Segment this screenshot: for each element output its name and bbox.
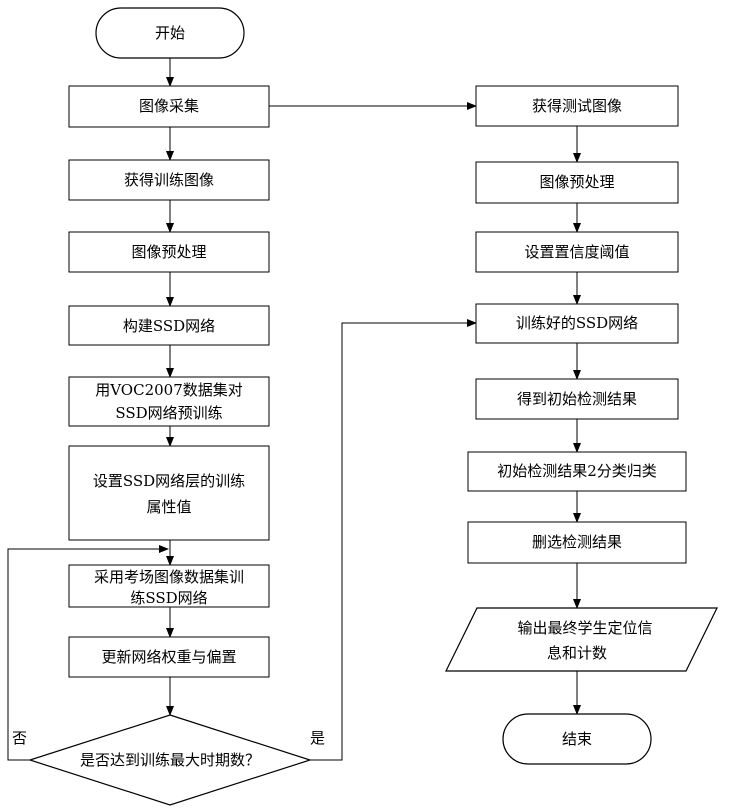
initial-result-label: 得到初始检测结果 <box>517 390 637 408</box>
set-attr-step: 设置SSD网络层的训练 属性值 <box>69 446 269 540</box>
classify-label: 初始检测结果2分类归类 <box>497 462 657 480</box>
no-branch-label: 否 <box>12 729 27 747</box>
voc-pretrain-line-1: 用VOC2007数据集对 <box>95 381 243 399</box>
start-node: 开始 <box>96 8 244 58</box>
filter-label: 删选检测结果 <box>532 533 622 551</box>
threshold-label: 设置置信度阈值 <box>524 243 629 261</box>
decision-node: 是否达到训练最大时期数？ <box>30 715 310 805</box>
threshold-step: 设置置信度阈值 <box>476 232 678 272</box>
trained-ssd-step: 训练好的SSD网络 <box>476 304 678 343</box>
initial-result-step: 得到初始检测结果 <box>476 379 678 419</box>
get-train-label: 获得训练图像 <box>124 171 214 189</box>
preprocess-left-step: 图像预处理 <box>69 232 269 272</box>
edge-decision-yes <box>310 323 476 760</box>
classify-step: 初始检测结果2分类归类 <box>468 452 686 491</box>
voc-pretrain-line-2: SSD网络预训练 <box>115 404 222 422</box>
build-ssd-label: 构建SSD网络 <box>123 317 215 335</box>
output-line-2: 息和计数 <box>547 644 607 662</box>
build-ssd-step: 构建SSD网络 <box>69 306 269 345</box>
end-label: 结束 <box>562 730 592 748</box>
capture-label: 图像采集 <box>139 97 199 115</box>
voc-pretrain-step: 用VOC2007数据集对 SSD网络预训练 <box>69 377 269 426</box>
end-node: 结束 <box>503 714 651 764</box>
exam-train-step: 采用考场图像数据集训 练SSD网络 <box>69 565 269 607</box>
start-label: 开始 <box>155 24 185 42</box>
get-test-label: 获得测试图像 <box>532 97 622 115</box>
filter-step: 删选检测结果 <box>468 522 686 563</box>
capture-step: 图像采集 <box>69 86 269 127</box>
get-test-step: 获得测试图像 <box>476 86 678 126</box>
preprocess-right-label: 图像预处理 <box>539 173 614 191</box>
get-train-step: 获得训练图像 <box>69 160 269 200</box>
update-weights-step: 更新网络权重与偏置 <box>69 637 269 677</box>
preprocess-right-step: 图像预处理 <box>476 162 678 203</box>
set-attr-line-2: 属性值 <box>146 498 191 516</box>
set-attr-line-1: 设置SSD网络层的训练 <box>93 472 245 490</box>
update-weights-label: 更新网络权重与偏置 <box>101 648 236 666</box>
output-node: 输出最终学生定位信 息和计数 <box>446 608 717 671</box>
preprocess-left-label: 图像预处理 <box>131 243 206 261</box>
exam-train-line-2: 练SSD网络 <box>130 589 207 607</box>
output-line-1: 输出最终学生定位信 <box>517 619 652 637</box>
exam-train-line-1: 采用考场图像数据集训 <box>94 568 244 586</box>
decision-label: 是否达到训练最大时期数？ <box>80 751 260 769</box>
trained-ssd-label: 训练好的SSD网络 <box>516 314 638 332</box>
yes-branch-label: 是 <box>310 729 325 747</box>
